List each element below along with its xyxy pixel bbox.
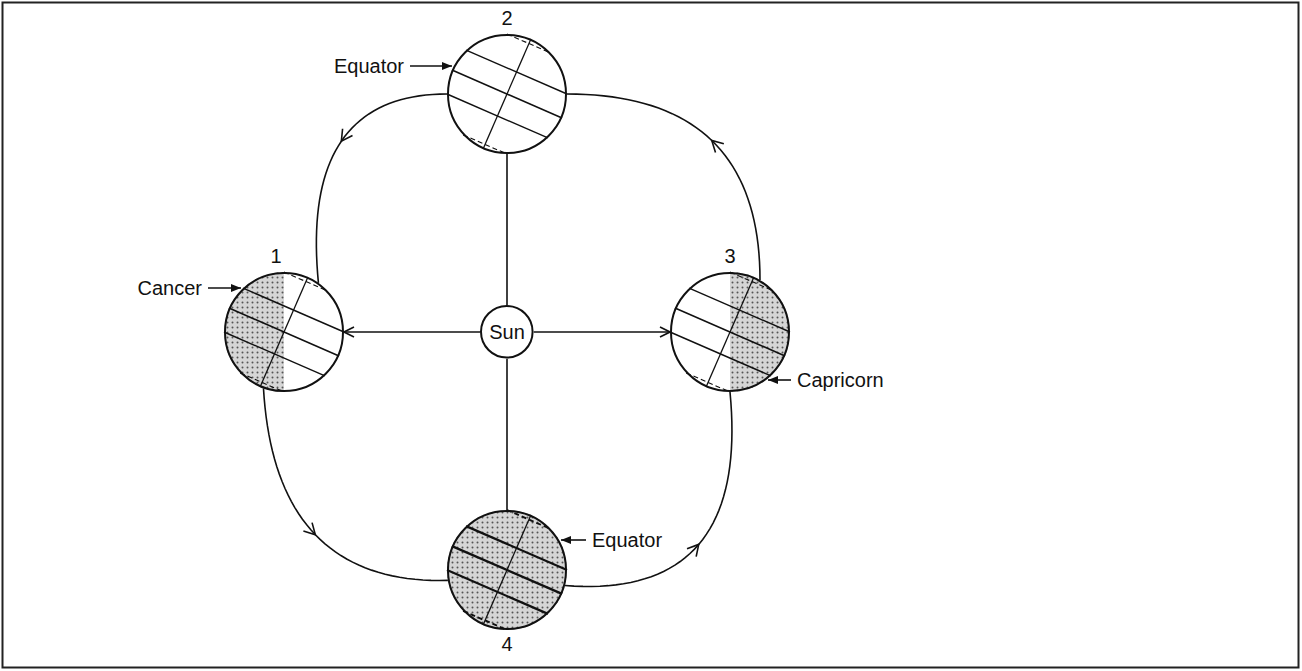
earth-globe bbox=[205, 253, 363, 411]
earth-globe bbox=[428, 491, 586, 649]
orbit-arrowhead bbox=[687, 540, 703, 556]
night-shading bbox=[730, 272, 790, 392]
sun-label: Sun bbox=[489, 321, 525, 344]
orbit-path bbox=[567, 94, 760, 280]
earth-globe bbox=[651, 253, 809, 411]
connector-group bbox=[565, 392, 732, 586]
connector-group bbox=[316, 94, 447, 283]
leader-arrow bbox=[768, 379, 791, 381]
frame bbox=[3, 3, 1299, 668]
orbit-arrowhead bbox=[708, 136, 724, 152]
earth-axis bbox=[706, 277, 754, 387]
earth-globe bbox=[428, 15, 586, 173]
leader-arrow bbox=[410, 65, 452, 67]
earth-circle: 1 bbox=[224, 272, 344, 392]
orbit-path bbox=[565, 392, 732, 586]
earth-axis bbox=[483, 39, 531, 149]
night-shading bbox=[447, 510, 567, 630]
callout-label: Equator bbox=[592, 529, 662, 552]
earth-outline bbox=[670, 272, 790, 392]
leader-arrow bbox=[561, 539, 586, 541]
earth-axis bbox=[260, 277, 308, 387]
connector-group bbox=[344, 332, 480, 333]
position-number: 3 bbox=[724, 245, 735, 268]
connector-group bbox=[507, 154, 508, 305]
orbit-path bbox=[263, 388, 447, 580]
callout-label: Equator bbox=[334, 55, 404, 78]
orbit-arrowhead bbox=[336, 129, 352, 145]
orbit-arrowhead bbox=[303, 523, 319, 539]
earth-outline bbox=[447, 34, 567, 154]
callout-label: Capricorn bbox=[797, 369, 884, 392]
earth-outline bbox=[224, 272, 344, 392]
connector-group bbox=[567, 94, 760, 280]
orbit-path bbox=[316, 94, 447, 283]
earth-circle: 2 bbox=[447, 34, 567, 154]
callout-label: Cancer bbox=[138, 277, 202, 300]
position-number: 2 bbox=[501, 7, 512, 30]
earth-circle: 4 bbox=[447, 510, 567, 630]
connector-group bbox=[534, 332, 670, 333]
position-number: 1 bbox=[270, 245, 281, 268]
night-shading bbox=[224, 272, 284, 392]
position-number: 4 bbox=[501, 633, 512, 656]
connector-group bbox=[507, 359, 508, 510]
connector-group bbox=[263, 388, 447, 580]
earth-axis bbox=[483, 515, 531, 625]
earth-circle: 3 bbox=[670, 272, 790, 392]
sun-ray bbox=[534, 331, 670, 333]
sun-ray bbox=[506, 154, 508, 305]
sun-ray bbox=[344, 331, 480, 333]
sun-ray bbox=[506, 359, 508, 510]
earth-outline bbox=[447, 510, 567, 630]
sun-circle: Sun bbox=[480, 305, 534, 359]
leader-arrow bbox=[208, 287, 241, 289]
